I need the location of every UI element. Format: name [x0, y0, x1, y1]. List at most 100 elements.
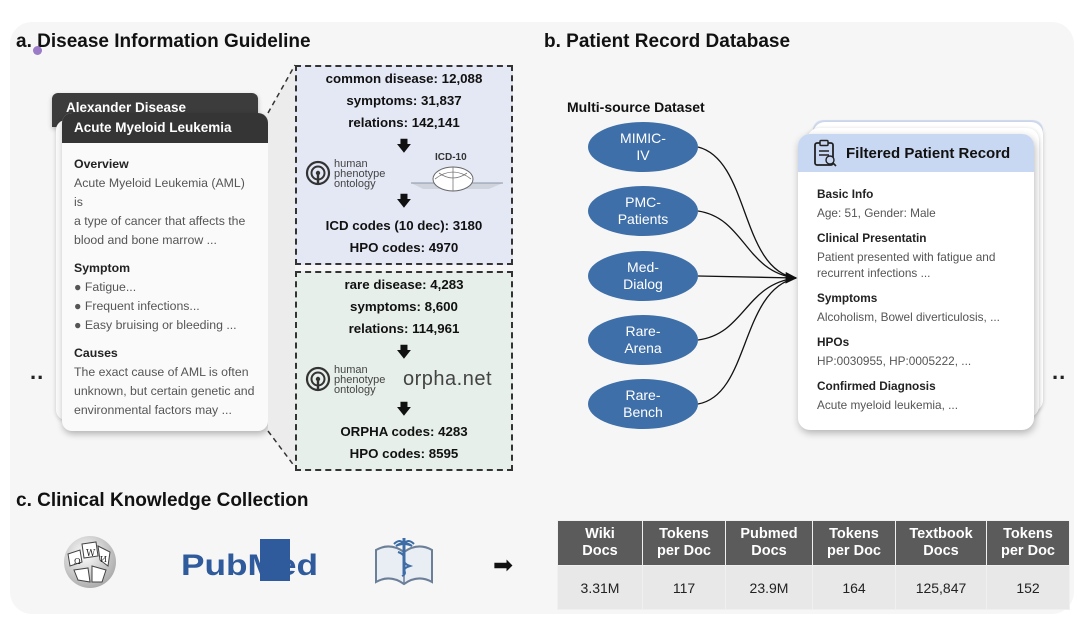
diagnosis-value: Acute myeloid leukemia, ... — [817, 398, 958, 412]
source-ellipse: Rare-Bench — [588, 379, 698, 429]
hpo-word: ontology — [334, 384, 376, 396]
orphanet-logo: orpha.net — [403, 368, 493, 390]
table-cell: 152 — [986, 565, 1070, 610]
symptoms-value: Alcoholism, Bowel diverticulosis, ... — [817, 310, 1000, 324]
table-cell: 164 — [812, 565, 896, 610]
arrow-pmc — [697, 210, 797, 279]
overview-heading: Overview — [74, 157, 129, 171]
common-disease-box: common disease: 12,088 symptoms: 31,837 … — [295, 65, 513, 265]
ellipsis-right: .. — [1052, 359, 1067, 384]
symptoms-heading: Symptoms — [817, 291, 878, 305]
source-label: Rare- — [625, 323, 661, 339]
source-ellipse: Rare-Arena — [588, 315, 698, 365]
source-label: IV — [636, 147, 650, 163]
hpo-word: phenotype — [334, 374, 386, 386]
causes-heading: Causes — [74, 346, 118, 360]
hpo-logo-icon — [305, 160, 331, 186]
ellipsis-left: .. — [30, 359, 45, 384]
causes-line: unknown, but certain genetic and — [74, 384, 255, 398]
source-label: Dialog — [623, 276, 663, 292]
disease-card-front: Acute Myeloid Leukemia Overview Acute My… — [62, 113, 268, 431]
disease-card-back-title: Alexander Disease — [66, 100, 187, 115]
presentation-heading: Clinical Presentatin — [817, 231, 927, 245]
right-arrow-icon: ➡ — [493, 552, 514, 579]
rare-stat-line: rare disease: 4,283 — [344, 277, 464, 292]
patient-record-header: Filtered Patient Record — [798, 134, 1034, 172]
hpo-logo-text: human phenotype ontology — [334, 159, 386, 190]
symptom-item: ● Easy bruising or bleeding ... — [74, 318, 237, 332]
multi-source-title: Multi-source Dataset — [567, 99, 705, 115]
overview-line: Acute Myeloid Leukemia (AML) is — [74, 176, 245, 209]
hpo-codes-line: HPO codes: 8595 — [349, 446, 459, 461]
source-label: Med- — [627, 259, 659, 275]
hpos-heading: HPOs — [817, 335, 850, 349]
patient-record-card: Filtered Patient Record Basic Info Age: … — [798, 134, 1034, 430]
arrow-meddialog — [697, 271, 798, 284]
svg-text:И: И — [100, 555, 107, 564]
icd10-globe-icon — [411, 166, 503, 192]
overview-line: blood and bone marrow ... — [74, 233, 217, 247]
cursor-dot — [33, 46, 42, 55]
presentation-line: Patient presented with fatigue and — [817, 250, 996, 264]
basic-info-heading: Basic Info — [817, 187, 874, 201]
source-label: Bench — [623, 404, 663, 420]
disease-card-body: Overview Acute Myeloid Leukemia (AML) is… — [62, 143, 268, 420]
rare-stat-line: symptoms: 8,600 — [350, 299, 458, 314]
hpo-logo-icon — [305, 366, 331, 392]
section-b-title: b. Patient Record Database — [544, 31, 791, 52]
wikipedia-globe-icon: W Ω И — [64, 536, 116, 588]
table-cell: 125,847 — [895, 565, 987, 610]
common-stat-line: symptoms: 31,837 — [346, 93, 462, 108]
source-label: Rare- — [625, 387, 661, 403]
icd-codes-line: ICD codes (10 dec): 3180 — [325, 218, 483, 233]
source-ellipse: MIMIC-IV — [588, 122, 698, 172]
basic-info-value: Age: 51, Gender: Male — [817, 206, 936, 220]
hpo-codes-line: HPO codes: 4970 — [349, 240, 459, 255]
down-arrow-icon: 🡇 — [396, 344, 412, 361]
down-arrow-icon: 🡇 — [396, 193, 412, 210]
diagnosis-heading: Confirmed Diagnosis — [817, 379, 936, 393]
source-label: MIMIC- — [620, 130, 666, 146]
pubmed-logo: PubMed — [181, 539, 318, 582]
rare-disease-box: rare disease: 4,283 symptoms: 8,600 rela… — [295, 271, 513, 471]
svg-text:W: W — [86, 549, 96, 559]
source-ellipse: PMC-Patients — [588, 186, 698, 236]
fan-shade — [268, 65, 295, 467]
table-cell: 3.31M — [557, 565, 643, 610]
source-label: PMC- — [625, 194, 661, 210]
medical-textbook-icon — [375, 538, 433, 586]
causes-line: environmental factors may ... — [74, 403, 232, 417]
hpo-word: phenotype — [334, 168, 386, 180]
source-label: Arena — [624, 340, 662, 356]
table-cell: 117 — [642, 565, 726, 610]
fan-line-top — [267, 64, 296, 114]
arrow-mimic — [697, 146, 797, 279]
source-ellipse: Med-Dialog — [588, 251, 698, 301]
pubmed-logo-text: PubMed — [181, 549, 318, 582]
disease-card-title: Acute Myeloid Leukemia — [62, 113, 268, 143]
overview-line: a type of cancer that affects the — [74, 214, 246, 228]
section-c-title: c. Clinical Knowledge Collection — [16, 490, 309, 511]
rare-stat-line: relations: 114,961 — [348, 321, 460, 336]
hpos-value: HP:0030955, HP:0005222, ... — [817, 354, 972, 368]
table-row: 3.31M 117 23.9M 164 125,847 152 — [557, 565, 1070, 610]
causes-line: The exact cause of AML is often — [74, 365, 249, 379]
symptom-item: ● Frequent infections... — [74, 299, 200, 313]
clipboard-icon — [814, 139, 837, 167]
common-stat-line: relations: 142,141 — [348, 115, 460, 130]
table-cell: 23.9M — [725, 565, 813, 610]
down-arrow-icon: 🡇 — [396, 401, 412, 418]
common-stat-line: common disease: 12,088 — [325, 71, 483, 86]
svg-text:Ω: Ω — [74, 557, 81, 566]
patient-record-body: Basic Info Age: 51, Gender: Male Clinica… — [798, 172, 1034, 413]
section-a-title: a. Disease Information Guideline — [16, 31, 311, 52]
